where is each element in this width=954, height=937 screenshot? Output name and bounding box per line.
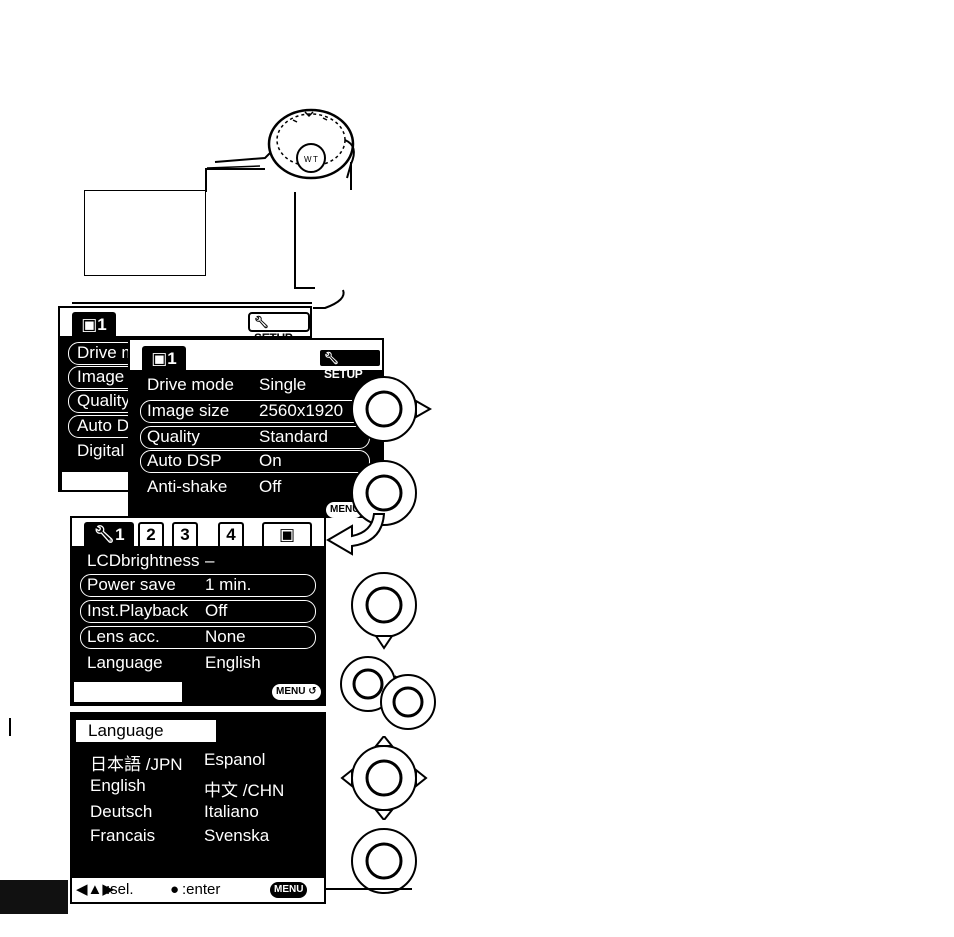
arrow-icon	[326, 513, 386, 556]
enter-dot-icon: ●	[170, 881, 180, 898]
tab-camera[interactable]: ▣	[262, 522, 312, 546]
menu-back-button[interactable]: MENU ↺	[272, 684, 321, 700]
wrench-icon: 🔧︎	[254, 315, 269, 329]
setup-tab[interactable]: 🔧︎SETUP	[318, 348, 382, 381]
controller-icon	[351, 460, 417, 526]
recording-menu: ▣1 🔧︎SETUP Drive mode Single Image size …	[128, 338, 384, 518]
language-option[interactable]: Deutsch	[90, 802, 153, 821]
return-icon: ↺	[308, 686, 317, 697]
controller-icon	[351, 828, 417, 894]
controller-icon	[340, 736, 428, 820]
menu-row-lens-acc[interactable]: Lens acc. None	[80, 626, 316, 649]
footer-rule	[326, 888, 412, 890]
menu-footer	[74, 682, 182, 702]
language-title-box: Language	[76, 720, 216, 742]
language-option[interactable]: Espanol	[204, 750, 266, 769]
setup-tab[interactable]: 🔧︎SETUP	[248, 312, 310, 345]
menu-row-image-size[interactable]: Image size 2560x1920	[140, 400, 370, 423]
language-option[interactable]: Italiano	[204, 802, 259, 821]
tab-camera-1[interactable]: ▣1	[72, 312, 116, 336]
callout-leader	[205, 168, 207, 192]
language-menu: Language 日本語 /JPN English Deutsch Franca…	[70, 712, 326, 904]
margin-mark	[9, 718, 11, 736]
menu-row-anti-shake[interactable]: Anti-shake Off	[147, 477, 282, 496]
controller-icon	[340, 656, 436, 730]
tab-camera-1[interactable]: ▣1	[142, 346, 186, 370]
menu-row-lcd-brightness[interactable]: LCDbrightness –	[87, 551, 215, 570]
tab-setup-2[interactable]: 2	[138, 522, 164, 546]
callout-leader-h	[205, 168, 265, 170]
arrows-icon: ◀▲▶	[76, 881, 114, 898]
menu-row-quality[interactable]: Quality Standard	[140, 426, 370, 449]
wrench-icon: 🔧︎	[93, 525, 116, 544]
menu-row-drive-mode[interactable]: Drive mode Single	[147, 375, 307, 394]
tab-setup-4[interactable]: 4	[218, 522, 244, 546]
menu-row-language[interactable]: Language English	[87, 653, 261, 672]
menu-back-button[interactable]: MENU	[270, 882, 308, 898]
tab-setup-1[interactable]: 🔧︎1	[84, 522, 134, 546]
controller-icon	[351, 572, 417, 650]
camera-icon: ▣	[151, 349, 168, 368]
controller-icon	[351, 376, 433, 442]
camera-icon: ▣	[81, 315, 98, 334]
menu-row-auto-dsp[interactable]: Auto DSP On	[140, 450, 370, 473]
language-option[interactable]: Svenska	[204, 826, 270, 845]
wrench-icon: 🔧︎	[324, 351, 339, 365]
footer-bar: ◀▲▶ :sel. ● :enter MENU	[72, 878, 324, 902]
divider-line	[72, 302, 312, 304]
language-option[interactable]: 日本語 /JPN	[90, 755, 183, 774]
menu-row-power-save[interactable]: Power save 1 min.	[80, 574, 316, 597]
menu-row-inst-playback[interactable]: Inst.Playback Off	[80, 600, 316, 623]
language-option[interactable]: English	[90, 776, 146, 795]
menu-footer	[62, 472, 128, 490]
svg-text:T: T	[313, 155, 318, 164]
camera-icon: ▣	[278, 525, 296, 544]
language-option[interactable]: Francais	[90, 826, 156, 845]
menu-item[interactable]: Digital	[77, 441, 125, 460]
language-option[interactable]: 中文 /CHN	[204, 781, 285, 800]
callout-box	[84, 190, 206, 276]
setup-menu: 🔧︎1 2 3 4 ▣ LCDbrightness – Power save 1…	[70, 516, 326, 706]
tab-setup-3[interactable]: 3	[172, 522, 198, 546]
svg-text:W: W	[304, 155, 312, 164]
mode-dial-illustration: W T	[206, 108, 355, 309]
scan-noise	[0, 880, 68, 914]
